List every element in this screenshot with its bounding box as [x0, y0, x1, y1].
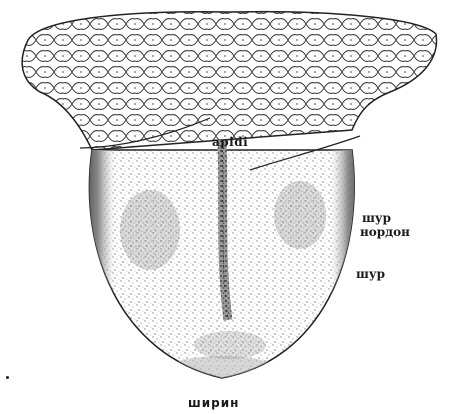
zone-tip [194, 331, 266, 359]
label-center: apidi [212, 136, 248, 148]
zone-left [120, 190, 180, 270]
label-right-lower: шур [356, 268, 385, 280]
label-bottom: ширин [188, 397, 239, 409]
tongue-root-region [22, 12, 436, 150]
stray-dot [6, 376, 9, 379]
label-right-upper: шур [362, 212, 391, 224]
label-right-middle: нордон [360, 226, 410, 238]
zone-right [274, 181, 326, 249]
